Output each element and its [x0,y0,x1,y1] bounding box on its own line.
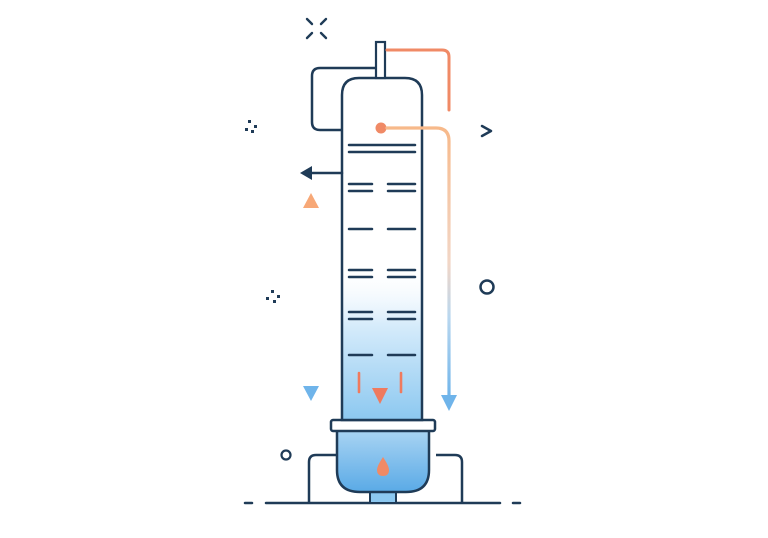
small-ring-icon [280,449,292,461]
side-return-pipe [385,126,451,400]
column-flange [329,418,437,433]
side-draw-arrow [300,166,344,180]
column-trays [347,143,417,357]
dots-icon-top [245,120,257,133]
base-stand [307,453,464,503]
dots-icon-mid [266,290,280,303]
left-flow-arrow [303,193,319,401]
overhead-vapor-line [385,48,451,112]
feed-point [375,122,387,134]
inner-side-ticks [357,371,403,394]
flame-icon [377,457,389,476]
ring-icon [479,279,495,295]
column-body [340,76,424,422]
chevron-right-icon [480,124,493,138]
reflux-loop [310,66,376,132]
inner-liquid-arrow [372,192,388,404]
sparkle-icon [305,17,328,40]
vent-pipe [374,40,387,80]
side-return-arrowhead [441,395,457,411]
